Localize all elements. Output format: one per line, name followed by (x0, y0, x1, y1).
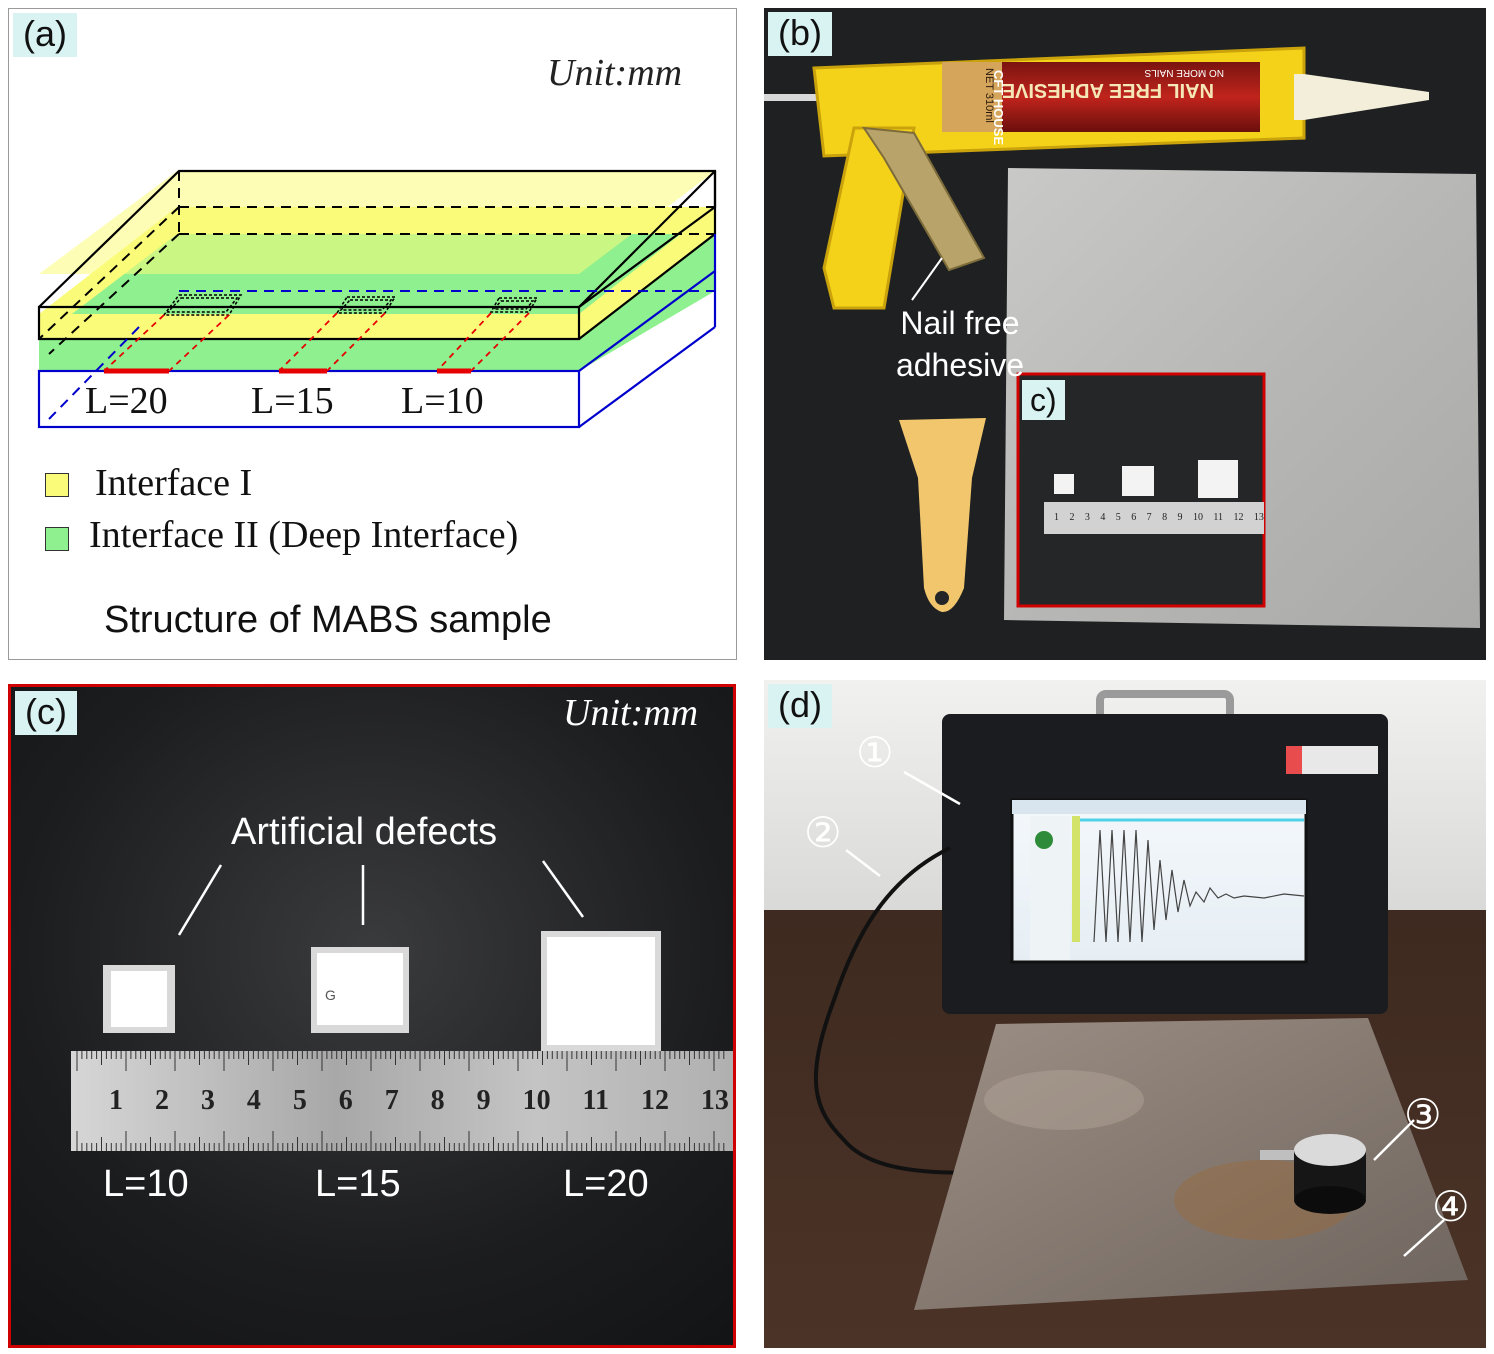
inset-ruler-number: 2 (1069, 512, 1075, 523)
test-steel-plate (914, 1018, 1468, 1310)
ruler-number: 7 (384, 1085, 399, 1116)
panel-c-tag: (c) (15, 691, 77, 735)
ruler-ticks (76, 1051, 725, 1151)
panel-d-tag: (d) (768, 684, 832, 728)
scraper-hole (935, 591, 949, 605)
defect-label-c-l10: L=10 (103, 1163, 189, 1205)
steel-hidden-lines (48, 290, 715, 420)
panel-c: (c) Unit:mm Artificial defects G 1 2 3 4… (8, 684, 736, 1348)
ruler-number: 12 (640, 1085, 669, 1116)
artificial-defects-label: Artificial defects (231, 811, 498, 853)
ruler-number: 13 (700, 1085, 729, 1116)
ruler-number: 8 (430, 1085, 445, 1116)
ruler-number: 10 (522, 1085, 551, 1116)
inset-ruler-number: 8 (1162, 512, 1168, 523)
panel-b: NAIL FREE ADHESIVE CFT HOUSE NO MORE NAI… (764, 8, 1486, 660)
inset-patch-small (1054, 474, 1074, 494)
ruler-number: 2 (154, 1085, 169, 1116)
inset-ruler-number: 13 (1253, 512, 1264, 523)
ruler-number: 11 (582, 1085, 609, 1116)
plastic-scraper (899, 418, 986, 613)
panel-b-tag: (b) (768, 12, 832, 56)
defect-projection-lines (103, 312, 530, 372)
tube-brand: CFT HOUSE (991, 70, 1006, 145)
photo-c (11, 687, 733, 1345)
ruler-number: 5 (292, 1085, 307, 1116)
inset-ruler-number: 9 (1177, 512, 1183, 523)
transducer-connector (1260, 1150, 1294, 1160)
marker-2: ② (804, 809, 842, 856)
ruler-number: 1 (109, 1085, 123, 1116)
ruler-number: 3 (200, 1085, 215, 1116)
inset-ruler-numbers: 1 2 3 4 5 6 7 8 9 10 11 12 13 (1054, 512, 1264, 523)
defect-patch-l20 (547, 937, 655, 1045)
panel-c-unit: Unit:mm (563, 692, 699, 734)
panel-a: (a) Unit:mm (8, 8, 737, 660)
inset-ruler-number: 1 (1054, 512, 1059, 523)
photo-b: NAIL FREE ADHESIVE CFT HOUSE NO MORE NAI… (764, 8, 1486, 660)
ruler-numbers: 1 2 3 4 5 6 7 8 9 10 11 12 13 (109, 1085, 729, 1117)
sample-structure-diagram (37, 169, 717, 429)
interface2-right (579, 234, 715, 371)
top-layer-face (39, 171, 715, 274)
inset-ruler (1044, 502, 1264, 534)
ruler-number: 6 (338, 1085, 353, 1116)
steel-ruler (71, 1051, 733, 1151)
inset-ruler-number: 12 (1233, 512, 1244, 523)
inset-patch-large (1198, 460, 1238, 498)
legend-label-interface1: Interface I (95, 462, 253, 504)
defect-patch-l15 (317, 953, 403, 1025)
tube-label: NAIL FREE ADHESIVE (1002, 79, 1214, 101)
caulking-gun-handle (822, 126, 916, 310)
defect-patch-l10 (111, 971, 167, 1027)
ruler-number: 4 (246, 1085, 261, 1116)
panel-a-tag: (a) (13, 13, 77, 57)
caulking-gun-trigger (861, 126, 986, 272)
annotation-line2: adhesive (895, 347, 1025, 383)
defect-label-c-l15: L=15 (315, 1163, 401, 1205)
marker-4: ④ (1432, 1183, 1470, 1230)
interface1-right (579, 207, 715, 339)
panel-a-caption: Structure of MABS sample (104, 599, 552, 641)
marker-3: ③ (1404, 1091, 1442, 1138)
marker-1: ① (856, 729, 894, 776)
inset-c-tag: c) (1022, 380, 1065, 420)
legend-label-interface2: Interface II (Deep Interface) (89, 514, 519, 556)
top-block-outline (37, 169, 717, 341)
defect-label-l10: L=10 (401, 380, 484, 422)
inset-ruler-number: 6 (1131, 512, 1137, 523)
interface1-front (39, 314, 579, 339)
marker-pointer-lines (845, 770, 1445, 1257)
defect-label-l20: L=20 (85, 380, 168, 422)
defect-pointer-lines (177, 860, 585, 936)
inset-patch-medium (1122, 466, 1154, 496)
panel-d: (d) ① ② ③ ④ (764, 680, 1486, 1348)
inset-ruler-number: 11 (1213, 512, 1224, 523)
legend-swatch-green (45, 527, 69, 551)
legend-swatch-yellow (45, 473, 69, 497)
tube-volume: NET 310ml (983, 68, 995, 123)
defect-label-c-l20: L=20 (563, 1163, 649, 1205)
ruler-number: 9 (476, 1085, 491, 1116)
interface2-front (39, 339, 579, 371)
defect-label-l15: L=15 (251, 380, 334, 422)
hidden-lines (38, 171, 715, 355)
patch-mark: G (325, 987, 336, 1003)
inset-ruler-number: 10 (1192, 512, 1203, 523)
tube-small-text: NO MORE NAILS (1144, 67, 1224, 78)
inset-ruler-number: 5 (1115, 512, 1121, 523)
annotation-line1: Nail free (900, 305, 1020, 341)
photo-d (764, 680, 1486, 1348)
annotation-nail-free: Nail free adhesive (860, 302, 1060, 386)
inset-ruler-number: 7 (1146, 512, 1152, 523)
waveform (1093, 829, 1305, 943)
inset-ruler-number: 3 (1084, 512, 1090, 523)
tube-nozzle (1294, 74, 1429, 120)
panel-a-unit: Unit:mm (547, 52, 683, 94)
inset-ruler-number: 4 (1100, 512, 1106, 523)
annotation-line (911, 257, 943, 301)
